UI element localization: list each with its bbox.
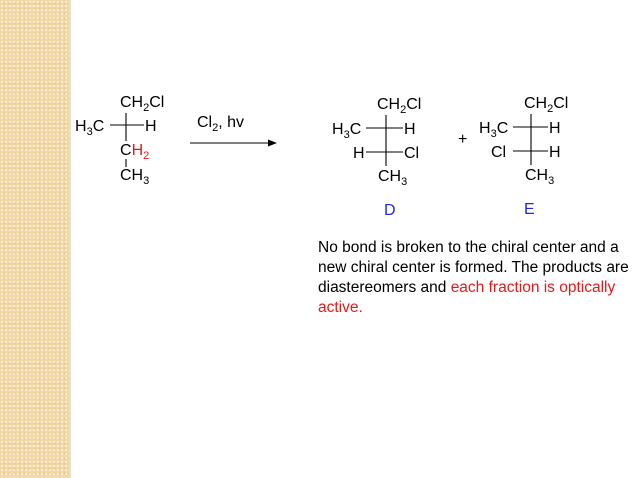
product-e-row2-left: Cl bbox=[491, 144, 506, 161]
product-e-molecule: CH2Cl H3C H Cl H CH3 E bbox=[479, 95, 568, 218]
product-d-row2-left: H bbox=[353, 145, 365, 162]
product-e-label: E bbox=[524, 201, 535, 218]
explanation-note: No bond is broken to the chiral center a… bbox=[318, 238, 630, 318]
reactant-top-group: CH2Cl bbox=[120, 94, 164, 114]
product-e-row1-left: H3C bbox=[479, 120, 508, 140]
product-d-top-group: CH2Cl bbox=[377, 96, 421, 116]
product-e-row2-right: H bbox=[549, 144, 561, 161]
reactant-molecule: CH2Cl H3C H CH2 CH3 bbox=[75, 94, 164, 187]
product-e-row1-right: H bbox=[549, 120, 561, 137]
product-d-bottom-group: CH3 bbox=[378, 168, 407, 188]
reactant-ch2-group: CH2 bbox=[120, 142, 149, 162]
decorative-side-band bbox=[0, 0, 70, 478]
product-d-molecule: CH2Cl H3C H H Cl CH3 D bbox=[332, 96, 421, 219]
product-e-top-group: CH2Cl bbox=[524, 95, 568, 115]
reactant-right-group: H bbox=[145, 118, 157, 135]
side-band-divider bbox=[69, 0, 71, 478]
note-highlight: each fraction is optically active. bbox=[318, 279, 616, 316]
note-text: No bond is broken to the chiral center a… bbox=[318, 239, 629, 296]
product-d-row2-right: Cl bbox=[404, 145, 419, 162]
plus-sign: + bbox=[458, 131, 467, 148]
reaction-arrow bbox=[190, 139, 277, 147]
reactant-left-group: H3C bbox=[75, 118, 104, 138]
reactant-bottom-group: CH3 bbox=[120, 167, 149, 187]
product-e-bottom-group: CH3 bbox=[525, 167, 554, 187]
product-d-label: D bbox=[384, 202, 396, 219]
product-d-row1-right: H bbox=[404, 121, 416, 138]
product-d-row1-left: H3C bbox=[332, 121, 361, 141]
reagent-label: Cl2, hv bbox=[197, 114, 244, 134]
